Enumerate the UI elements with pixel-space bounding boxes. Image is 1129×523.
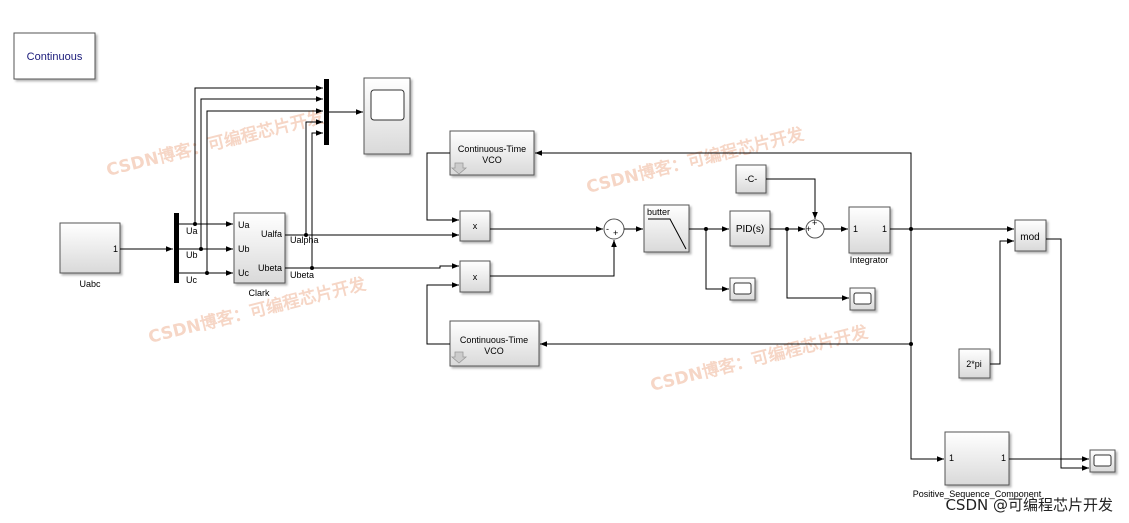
vco-bottom-arrow-icon xyxy=(450,351,468,364)
signal-label-ubeta: Ubeta xyxy=(290,270,314,280)
bus-label-uc: Uc xyxy=(186,275,197,285)
bus-label-ub: Ub xyxy=(186,250,198,260)
integrator-block[interactable]: 1 1 Integrator xyxy=(848,206,891,265)
sum2-sign-left: + xyxy=(806,224,811,234)
vco-top-block[interactable]: Continuous-Time VCO xyxy=(449,130,535,176)
positive-sequence-block[interactable]: 1 1 Positive_Sequence_Component xyxy=(913,431,1042,499)
sum2-sign-top: + xyxy=(812,218,817,228)
sum1-block[interactable]: - + xyxy=(603,218,625,240)
mod-label: mod xyxy=(1020,232,1039,243)
integrator-out-port: 1 xyxy=(882,224,887,234)
sum2-block[interactable]: + + xyxy=(805,218,825,239)
watermark-2: CSDN博客：可编程芯片开发 xyxy=(584,123,807,198)
clark-out-ubeta: Ubeta xyxy=(258,263,282,273)
vco-bottom-line1: Continuous-Time xyxy=(460,335,528,345)
butter-label: butter xyxy=(647,207,670,217)
uabc-port-label: 1 xyxy=(113,244,118,254)
clark-in-uc: Uc xyxy=(238,268,249,278)
constant-label: -C- xyxy=(745,174,758,184)
scope-top-block[interactable] xyxy=(363,77,411,155)
mux-bar[interactable] xyxy=(324,79,329,145)
posseq-out-port: 1 xyxy=(1001,453,1006,463)
product-bottom-block[interactable]: x xyxy=(459,260,491,293)
vco-top-arrow-icon xyxy=(450,162,468,175)
vco-bottom-block[interactable]: Continuous-Time VCO xyxy=(449,320,540,367)
watermark-1: CSDN博客：可编程芯片开发 xyxy=(104,106,327,181)
bus-label-ua: Ua xyxy=(186,226,198,236)
vco-bottom-line2: VCO xyxy=(484,346,504,356)
watermark-3: CSDN博客：可编程芯片开发 xyxy=(146,273,369,348)
scope-pid-in-block[interactable] xyxy=(729,277,756,301)
integrator-in-port: 1 xyxy=(853,224,858,234)
scope-pid-out-block[interactable] xyxy=(849,287,876,311)
sum1-sign-minus: - xyxy=(606,224,609,234)
integrator-label: Integrator xyxy=(850,255,889,265)
product-top-block[interactable]: x xyxy=(459,210,491,242)
vco-top-line2: VCO xyxy=(482,155,502,165)
clark-label: Clark xyxy=(248,288,270,298)
clark-block[interactable]: Ua Ub Uc Ualfa Ubeta Clark xyxy=(233,212,286,298)
scope-output-block[interactable] xyxy=(1089,449,1116,473)
product-top-label: x xyxy=(473,221,478,231)
signal-lines xyxy=(120,85,1089,471)
uabc-source-block[interactable]: 1 Uabc xyxy=(59,222,121,289)
powergui-continuous-block[interactable]: Continuous xyxy=(13,32,96,80)
pid-label: PID(s) xyxy=(736,224,764,235)
clark-out-ualfa: Ualfa xyxy=(261,229,282,239)
constant-block[interactable]: -C- xyxy=(735,164,767,194)
mod-block[interactable]: mod xyxy=(1014,219,1047,252)
solver-label: Continuous xyxy=(27,51,83,63)
sum1-sign-plus: + xyxy=(613,228,618,238)
pid-block[interactable]: PID(s) xyxy=(729,210,771,247)
signal-label-ualpha: Ualpha xyxy=(290,235,319,245)
twopi-label: 2*pi xyxy=(966,359,982,369)
posseq-in-port: 1 xyxy=(949,453,954,463)
butter-filter-block[interactable]: butter xyxy=(643,204,690,253)
corner-watermark: CSDN @可编程芯片开发 xyxy=(945,496,1113,514)
lowpass-curve-icon xyxy=(648,218,687,250)
clark-in-ub: Ub xyxy=(238,244,250,254)
clark-in-ua: Ua xyxy=(238,220,250,230)
demux-bar[interactable] xyxy=(174,213,179,283)
uabc-label: Uabc xyxy=(79,279,101,289)
vco-top-line1: Continuous-Time xyxy=(458,144,526,154)
watermark-4: CSDN博客：可编程芯片开发 xyxy=(648,321,871,396)
twopi-constant-block[interactable]: 2*pi xyxy=(958,348,991,379)
product-bottom-label: x xyxy=(473,272,478,282)
posseq-label: Positive_Sequence_Component xyxy=(913,489,1042,499)
